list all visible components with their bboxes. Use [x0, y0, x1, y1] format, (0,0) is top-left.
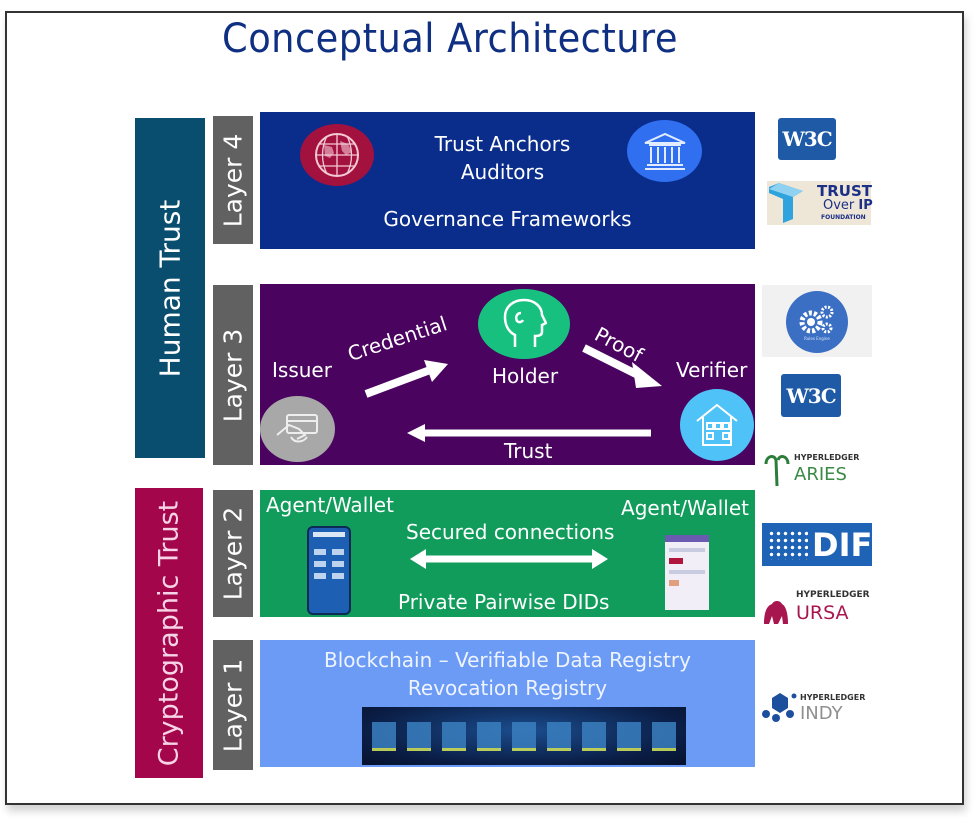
w3c-logo: W3C	[778, 118, 836, 160]
logo-text: FOUNDATION	[821, 214, 866, 221]
trust-over-ip-logo: TRUST Over IP FOUNDATION	[767, 181, 873, 225]
logo-text-part: IP	[858, 198, 873, 213]
globe-icon	[300, 124, 374, 186]
dif-logo: DIF	[762, 523, 872, 566]
layer-1-panel: Blockchain – Verifiable Data Registry Re…	[260, 640, 755, 767]
page-title: Conceptual Architecture	[222, 16, 678, 62]
logo-text: URSA	[796, 602, 849, 624]
verifiable-data-registry-text: Blockchain – Verifiable Data Registry	[324, 648, 691, 672]
group-label: Human Trust	[153, 199, 187, 377]
layer-label: Layer 4	[218, 133, 248, 227]
head-profile-icon	[478, 289, 570, 359]
dots-icon	[768, 530, 808, 560]
logo-text-part: Over	[823, 198, 859, 213]
logo-text: INDY	[800, 703, 843, 724]
credential-arrow	[364, 360, 448, 398]
logo-text: HYPERLEDGER	[796, 590, 870, 600]
logo-text: Over IP	[823, 198, 873, 213]
layer-label: Layer 2	[218, 506, 248, 601]
logo-text: TRUST	[817, 182, 872, 200]
gears-icon: Rules Engine	[786, 291, 848, 353]
institution-icon	[627, 120, 702, 182]
logo-text: W3C	[782, 127, 832, 151]
logo-text: HYPERLEDGER	[794, 453, 860, 462]
layer-label: Layer 1	[218, 658, 248, 752]
governance-frameworks-text: Governance Frameworks	[383, 207, 632, 231]
verifier-label: Verifier	[676, 358, 748, 382]
group-human-trust: Human Trust	[135, 118, 205, 458]
trust-label: Trust	[504, 439, 553, 463]
agent-wallet-right-label: Agent/Wallet	[621, 496, 749, 520]
agent-wallet-left-label: Agent/Wallet	[266, 493, 394, 517]
logo-text: HYPERLEDGER	[800, 693, 866, 702]
layer-3-tab: Layer 3	[213, 285, 253, 465]
logo-text: W3C	[786, 383, 836, 408]
layer-3-panel: Issuer Credential Holder Proof Verifier …	[260, 284, 755, 465]
secured-connections-text: Secured connections	[406, 520, 615, 544]
phone-wallet-icon	[307, 526, 351, 615]
hyperledger-ursa-logo: HYPERLEDGER URSA	[762, 588, 872, 628]
layer-1-tab: Layer 1	[213, 640, 253, 770]
phone-app-icon	[665, 535, 709, 610]
indy-hexagon-icon	[762, 693, 797, 722]
hyperledger-aries-logo: HYPERLEDGER ARIES	[762, 450, 872, 490]
trust-anchors-text: Trust Anchors	[434, 132, 571, 156]
layer-4-tab: Layer 4	[213, 116, 253, 244]
logo-text: DIF	[812, 526, 873, 564]
proof-arrow	[582, 344, 662, 388]
rules-engine-logo: Rules Engine	[762, 285, 872, 357]
blockchain-image	[362, 707, 686, 765]
layer-2-panel: Agent/Wallet Agent/Wallet Secured connec…	[260, 490, 755, 617]
group-label: Cryptographic Trust	[153, 500, 185, 766]
aries-ram-icon	[764, 455, 790, 487]
building-icon	[680, 389, 754, 461]
layer-4-panel: Trust Anchors Auditors Governance Framew…	[260, 112, 755, 249]
logo-text: ARIES	[794, 464, 847, 485]
trust-arrow	[407, 424, 651, 442]
private-pairwise-dids-text: Private Pairwise DIDs	[398, 590, 610, 614]
group-cryptographic-trust: Cryptographic Trust	[135, 488, 203, 778]
ursa-bear-icon	[764, 601, 788, 624]
trust-over-ip-icon	[769, 183, 803, 223]
holder-label: Holder	[492, 364, 559, 388]
hand-card-icon	[260, 396, 335, 462]
w3c-logo: W3C	[781, 374, 841, 417]
hyperledger-indy-logo: HYPERLEDGER INDY	[762, 690, 872, 726]
revocation-registry-text: Revocation Registry	[407, 676, 608, 700]
logo-caption: Rules Engine	[804, 335, 830, 341]
auditors-text: Auditors	[460, 160, 545, 184]
layer-2-tab: Layer 2	[213, 490, 253, 617]
double-arrow-icon	[410, 549, 608, 569]
layer-label: Layer 3	[218, 328, 248, 422]
issuer-label: Issuer	[272, 358, 332, 382]
